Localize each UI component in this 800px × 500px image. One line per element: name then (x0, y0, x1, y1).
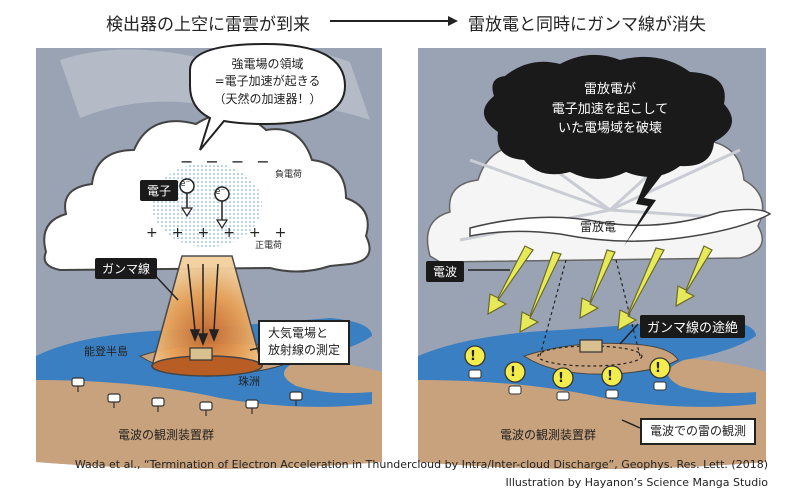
radio-wave-arrows (487, 245, 713, 334)
left-panel (36, 42, 382, 469)
dark-bubble-line-2: 電子加速を起こして (551, 101, 669, 117)
right-measurement-device (579, 339, 603, 353)
electron-1 (179, 178, 195, 218)
negative-signs: −−−− (180, 152, 282, 171)
discharge-destroys-field-text: 雷放電が 電子加速を起こして いた電場域を破壊 (500, 80, 720, 139)
alert-mark-5: ! (655, 361, 661, 376)
bubble-line-3: （天然の加速器！） (213, 91, 322, 106)
noto-peninsula-label: 能登半島 (84, 345, 128, 358)
dark-bubble-line-1: 雷放電が (583, 82, 636, 97)
right-detectors-label: 電波の観測装置群 (500, 428, 597, 442)
left-land (36, 357, 382, 469)
suzu-label: 珠洲 (238, 375, 260, 388)
electron-symbol-1: e⁻ (180, 179, 191, 189)
electron-label: 電子 (140, 180, 179, 201)
discharge-channel (469, 208, 772, 242)
lightning-bolt (624, 170, 664, 246)
radio-observation-box: 電波での雷の観測 (640, 418, 757, 446)
alert-mark-4: ! (607, 369, 613, 384)
dark-bubble-line-3: いた電場域を破壊 (557, 121, 662, 136)
field-radiation-measurement-box: 大気電場と 放射線の測定 (258, 320, 351, 365)
discharge-label: 雷放電 (580, 220, 617, 234)
dark-speech-bubble (483, 54, 732, 179)
gamma-cutoff-label: ガンマ線の途絶 (640, 315, 746, 338)
right-panel (418, 48, 772, 469)
positive-signs: ++++++ (146, 225, 301, 241)
measurement-line-2: 放射線の測定 (268, 343, 341, 358)
positive-charge-label: 正電荷 (255, 241, 283, 251)
electron-symbol-2: e⁻ (215, 187, 226, 197)
transition-arrow (330, 16, 458, 26)
radio-wave-label: 電波 (426, 261, 465, 282)
negative-charge-label: 負電荷 (275, 170, 303, 180)
illustration-credit: Illustration by Hayanon’s Science Manga … (505, 476, 768, 489)
citation-line: Wada et al., “Termination of Electron Ac… (74, 458, 768, 471)
bubble-line-2: =電子加速が起きる (214, 74, 321, 89)
strong-field-bubble-text: 強電場の領域 =電子加速が起きる （天然の加速器！） (190, 56, 345, 108)
left-radio-detectors (71, 377, 303, 416)
strong-field-region (152, 163, 262, 247)
gamma-ray-label: ガンマ線 (95, 258, 158, 279)
gamma-arrows (187, 263, 220, 347)
right-panel-title: 雷放電と同時にガンマ線が消失 (468, 15, 706, 35)
bubble-line-1: 強電場の領域 (231, 57, 304, 71)
measurement-line-1: 大気電場と (268, 326, 329, 340)
alert-mark-2: ! (510, 365, 516, 380)
alert-mark-1: ! (470, 349, 476, 364)
left-panel-title: 検出器の上空に雷雲が到来 (106, 15, 310, 35)
speech-bubble-left (189, 42, 347, 151)
alert-mark-3: ! (558, 371, 564, 386)
alert-detectors (464, 345, 671, 401)
measurement-device (189, 347, 213, 361)
left-detectors-label: 電波の観測装置群 (118, 428, 215, 442)
electron-2 (214, 186, 230, 230)
